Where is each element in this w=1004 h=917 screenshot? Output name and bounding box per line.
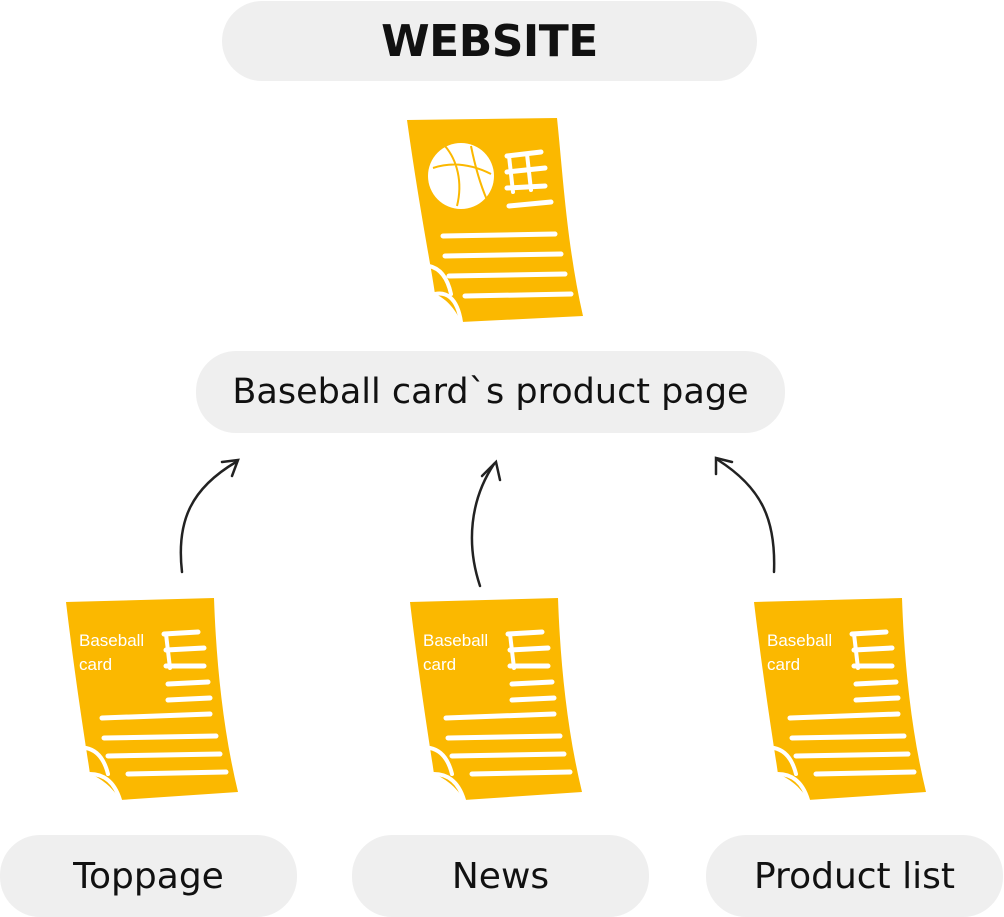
baseball-card-document-icon: Baseball card (66, 598, 238, 802)
news-pill: News (352, 835, 649, 917)
curved-arrow-icon (470, 459, 502, 588)
product-page-label: Baseball card`s product page (232, 372, 749, 412)
baseball-card-document-icon: Baseball card (410, 598, 582, 802)
website-title-pill: WEBSITE (222, 1, 757, 81)
card-label-line-2: card (79, 655, 112, 674)
baseball-card-document-icon: Baseball card (754, 598, 926, 802)
news-label: News (451, 855, 550, 897)
website-title: WEBSITE (381, 15, 598, 67)
baseball-card-document-icon (407, 118, 583, 324)
product-list-label: Product list (753, 855, 955, 897)
curved-arrow-icon (179, 458, 240, 574)
product-list-pill: Product list (706, 835, 1003, 917)
curved-arrow-icon (714, 456, 776, 574)
toppage-pill: Toppage (0, 835, 297, 917)
card-label-line-1: Baseball (423, 631, 488, 650)
card-label-line-2: card (767, 655, 800, 674)
card-label-line-1: Baseball (79, 631, 144, 650)
product-page-pill: Baseball card`s product page (196, 351, 785, 433)
card-label-line-1: Baseball (767, 631, 832, 650)
toppage-label: Toppage (73, 855, 224, 897)
card-label-line-2: card (423, 655, 456, 674)
